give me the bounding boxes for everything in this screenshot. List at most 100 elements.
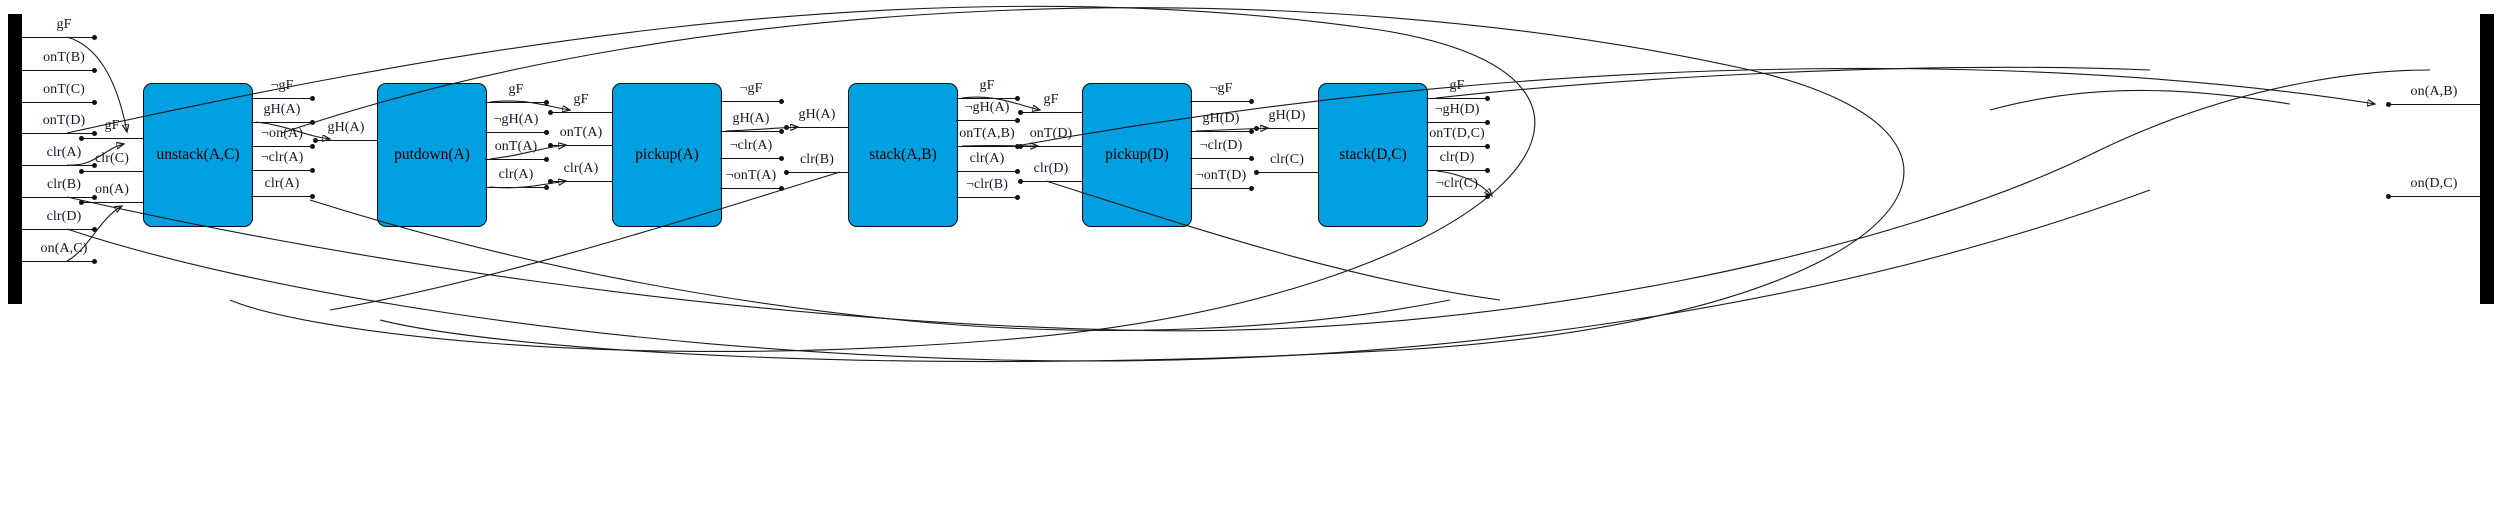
input-port-line: [786, 127, 848, 128]
init-prop-line: [22, 165, 94, 166]
output-port-dot: [1015, 118, 1020, 123]
input-port-label: gF: [573, 92, 589, 107]
output-port-label: ¬gH(D): [1434, 102, 1480, 117]
action-node-label: unstack(A,C): [156, 146, 240, 163]
init-prop-line: [22, 102, 94, 103]
output-port-dot: [1485, 120, 1490, 125]
output-port-label: clr(A): [264, 176, 300, 191]
input-port-label: gH(A): [798, 107, 836, 122]
action-node-label: pickup(D): [1105, 146, 1169, 163]
input-port-label: on(A): [95, 182, 129, 197]
output-port-dot: [1249, 129, 1254, 134]
output-port-line: [956, 98, 1018, 99]
output-port-dot: [1485, 168, 1490, 173]
action-node-stackdc[interactable]: stack(D,C): [1318, 83, 1428, 227]
output-port-label: ¬clr(C): [1435, 176, 1479, 191]
input-port-line: [81, 138, 143, 139]
output-port-line: [251, 98, 313, 99]
output-port-line: [485, 187, 547, 188]
input-port-label: gF: [1043, 92, 1059, 107]
input-port-dot: [79, 200, 84, 205]
action-node-label: stack(A,B): [869, 146, 937, 163]
output-port-label: ¬clr(B): [965, 177, 1009, 192]
input-port-dot: [784, 170, 789, 175]
input-port-line: [81, 202, 143, 203]
output-port-dot: [779, 186, 784, 191]
output-port-line: [956, 171, 1018, 172]
goal-prop-line: [2388, 104, 2480, 105]
action-node-pickup[interactable]: pickup(A): [612, 83, 722, 227]
action-node-unstack[interactable]: unstack(A,C): [143, 83, 253, 227]
init-prop-line: [22, 37, 94, 38]
input-port-dot: [548, 110, 553, 115]
output-port-line: [485, 132, 547, 133]
input-port-line: [81, 171, 143, 172]
output-port-label: gH(A): [263, 102, 301, 117]
input-port-label: gF: [104, 118, 120, 133]
input-port-line: [550, 181, 612, 182]
init-prop-line: [22, 197, 94, 198]
init-prop-dot: [92, 100, 97, 105]
output-port-dot: [1249, 99, 1254, 104]
input-port-line: [550, 145, 612, 146]
input-port-dot: [1254, 126, 1259, 131]
output-port-line: [1190, 131, 1252, 132]
output-port-label: ¬gF: [270, 78, 294, 93]
output-port-line: [956, 197, 1018, 198]
output-port-label: ¬gF: [739, 81, 763, 96]
input-port-label: onT(A): [559, 125, 603, 140]
input-port-label: gH(D): [1268, 108, 1306, 123]
input-port-line: [550, 112, 612, 113]
output-port-line: [1426, 170, 1488, 171]
init-prop-dot: [92, 35, 97, 40]
output-port-line: [1426, 196, 1488, 197]
output-port-dot: [310, 168, 315, 173]
input-port-label: clr(C): [94, 151, 130, 166]
action-node-stackab[interactable]: stack(A,B): [848, 83, 958, 227]
input-port-dot: [313, 138, 318, 143]
input-port-dot: [1018, 110, 1023, 115]
output-port-line: [251, 170, 313, 171]
init-prop-label: onT(C): [43, 82, 85, 97]
output-port-dot: [1015, 195, 1020, 200]
input-port-dot: [79, 169, 84, 174]
init-prop-dot: [92, 68, 97, 73]
output-port-dot: [544, 185, 549, 190]
output-port-line: [485, 159, 547, 160]
input-port-line: [315, 140, 377, 141]
init-prop-line: [22, 229, 94, 230]
output-port-line: [1190, 158, 1252, 159]
output-port-label: ¬onT(A): [725, 168, 777, 183]
output-port-line: [720, 188, 782, 189]
action-node-label: putdown(A): [394, 146, 470, 163]
output-port-dot: [310, 96, 315, 101]
input-port-label: clr(C): [1269, 152, 1305, 167]
input-port-dot: [79, 136, 84, 141]
input-port-dot: [548, 179, 553, 184]
output-port-label: clr(D): [1439, 150, 1475, 165]
output-port-label: ¬clr(A): [260, 150, 304, 165]
output-port-label: ¬gF: [1209, 81, 1233, 96]
goal-prop-dot: [2386, 194, 2391, 199]
input-port-dot: [1018, 179, 1023, 184]
input-port-dot: [548, 143, 553, 148]
output-port-label: gF: [1449, 78, 1465, 93]
init-prop-dot: [92, 227, 97, 232]
action-node-putdown[interactable]: putdown(A): [377, 83, 487, 227]
action-node-label: stack(D,C): [1339, 146, 1407, 163]
input-port-label: onT(D): [1029, 126, 1073, 141]
action-node-pickupd[interactable]: pickup(D): [1082, 83, 1192, 227]
input-port-line: [786, 172, 848, 173]
action-node-label: pickup(A): [635, 146, 699, 163]
input-port-line: [1020, 146, 1082, 147]
output-port-line: [251, 122, 313, 123]
input-port-line: [1256, 172, 1318, 173]
output-port-dot: [1249, 186, 1254, 191]
goal-prop-label: on(A,B): [2410, 84, 2458, 99]
output-port-line: [251, 146, 313, 147]
input-port-label: gH(A): [327, 120, 365, 135]
initial-state-bar: [8, 14, 22, 304]
init-prop-dot: [92, 259, 97, 264]
